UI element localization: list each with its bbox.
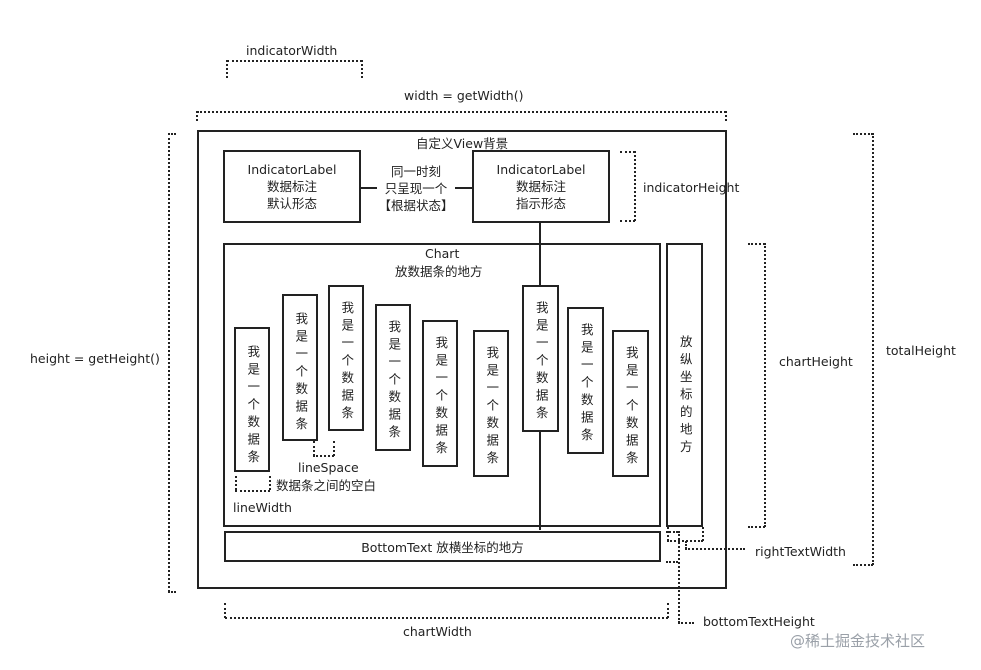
chart-width-label: chartWidth	[403, 624, 472, 639]
line-width-label: lineWidth	[233, 500, 292, 515]
custom-view-background	[197, 130, 727, 589]
indicator-left-line2: 数据标注	[266, 179, 317, 194]
bottom-text-height-label: bottomTextHeight	[703, 614, 815, 629]
data-bar-text: 我是一个数据条	[245, 345, 261, 468]
height-dim-top	[168, 133, 176, 135]
indicator-note-line3: 【根据状态】	[378, 197, 454, 213]
indicator-connector-left	[361, 187, 379, 189]
indicator-note-line2: 只呈现一个	[384, 180, 448, 196]
data-bar-text: 我是一个数据条	[433, 336, 449, 459]
chart-height-dim-top	[748, 243, 765, 245]
width-label: width = getWidth()	[404, 88, 524, 103]
chart-width-dim-right	[667, 603, 669, 618]
indicator-right-line1: IndicatorLabel	[496, 162, 586, 177]
data-bar-text: 我是一个数据条	[578, 323, 594, 446]
chart-subtitle: 放数据条的地方	[395, 264, 483, 279]
data-bar-text: 我是一个数据条	[623, 346, 639, 469]
line-width-dim-right	[269, 476, 271, 490]
bottom-text-area: BottomText 放横坐标的地方	[224, 531, 661, 562]
data-bar-text: 我是一个数据条	[533, 301, 549, 424]
height-dim-bottom	[168, 591, 176, 593]
indicator-note: 同一时刻 只呈现一个 【根据状态】	[377, 161, 455, 215]
right-text-width-leader	[685, 548, 745, 550]
total-height-dim-line	[872, 133, 874, 565]
data-bar: 我是一个数据条	[328, 285, 364, 431]
custom-view-title: 自定义View背景	[416, 136, 509, 151]
indicator-left-line3: 默认形态	[266, 196, 317, 211]
width-dim-left	[196, 111, 198, 121]
chart-width-dim-left	[224, 603, 226, 618]
line-width-dim-left	[235, 476, 237, 490]
indicator-pointer-line-lower	[539, 430, 541, 530]
total-height-label: totalHeight	[886, 343, 956, 358]
right-text-width-leader-v	[685, 541, 687, 549]
chart-width-dim-line	[225, 617, 668, 619]
bottom-text-height-dim-top	[666, 531, 678, 533]
chart-area	[223, 243, 661, 527]
indicator-note-line1: 同一时刻	[390, 163, 441, 179]
indicator-connector-right	[454, 187, 473, 189]
right-axis-area: 放纵坐标的地方	[666, 243, 703, 527]
indicator-height-dim-line	[634, 151, 636, 221]
bottom-text-label: BottomText 放横坐标的地方	[361, 540, 524, 555]
data-bar-text: 我是一个数据条	[293, 312, 309, 435]
right-text-width-label: rightTextWidth	[755, 544, 846, 559]
data-bar-selected: 我是一个数据条	[522, 285, 559, 432]
data-bar: 我是一个数据条	[375, 304, 411, 451]
total-height-dim-bottom	[853, 564, 873, 566]
chart-height-label: chartHeight	[779, 354, 853, 369]
indicator-width-label: indicatorWidth	[246, 43, 338, 58]
line-space-dim-right	[333, 441, 335, 456]
total-height-dim-top	[853, 133, 873, 135]
bottom-text-height-dim-line	[678, 531, 680, 623]
width-dim-right	[725, 111, 727, 121]
watermark-text: @稀土掘金技术社区	[790, 632, 926, 650]
indicator-height-label: indicatorHeight	[643, 180, 740, 195]
indicator-label-pointer: IndicatorLabel 数据标注 指示形态	[472, 150, 610, 223]
indicator-width-dim-right	[361, 60, 363, 78]
chart-title: Chart	[425, 246, 460, 261]
bottom-text-height-leader	[678, 622, 694, 624]
indicator-right-line2: 数据标注	[515, 179, 566, 194]
height-dim-line	[168, 133, 170, 592]
chart-height-dim-line	[764, 243, 766, 527]
indicator-height-dim-bottom	[620, 220, 635, 222]
line-space-desc: 数据条之间的空白	[276, 478, 377, 493]
indicator-label-default: IndicatorLabel 数据标注 默认形态	[223, 150, 361, 223]
bottom-text-height-dim-bottom	[666, 561, 678, 563]
indicator-right-line3: 指示形态	[515, 196, 566, 211]
indicator-left-line1: IndicatorLabel	[247, 162, 337, 177]
line-width-dim-bottom	[235, 490, 270, 492]
data-bar: 我是一个数据条	[567, 307, 604, 454]
height-label: height = getHeight()	[30, 351, 160, 366]
line-space-dim-left	[313, 441, 315, 456]
right-axis-text: 放纵坐标的地方	[677, 335, 693, 458]
data-bar: 我是一个数据条	[234, 327, 270, 472]
chart-height-dim-bottom	[748, 526, 765, 528]
data-bar-text: 我是一个数据条	[484, 346, 500, 469]
indicator-width-dim-line	[227, 60, 362, 62]
line-space-label: lineSpace	[298, 460, 359, 475]
data-bar: 我是一个数据条	[422, 320, 458, 467]
data-bar: 我是一个数据条	[473, 330, 509, 477]
line-space-dim-bottom	[313, 455, 334, 457]
indicator-width-dim-left	[226, 60, 228, 78]
indicator-pointer-line	[539, 222, 541, 286]
right-text-width-dim-left	[667, 527, 669, 541]
data-bar: 我是一个数据条	[612, 330, 649, 477]
data-bar-text: 我是一个数据条	[339, 301, 355, 424]
data-bar-text: 我是一个数据条	[386, 320, 402, 443]
data-bar: 我是一个数据条	[282, 294, 318, 441]
width-dim-line	[197, 111, 726, 113]
right-text-width-dim-right	[702, 527, 704, 541]
indicator-height-dim-top	[620, 151, 635, 153]
